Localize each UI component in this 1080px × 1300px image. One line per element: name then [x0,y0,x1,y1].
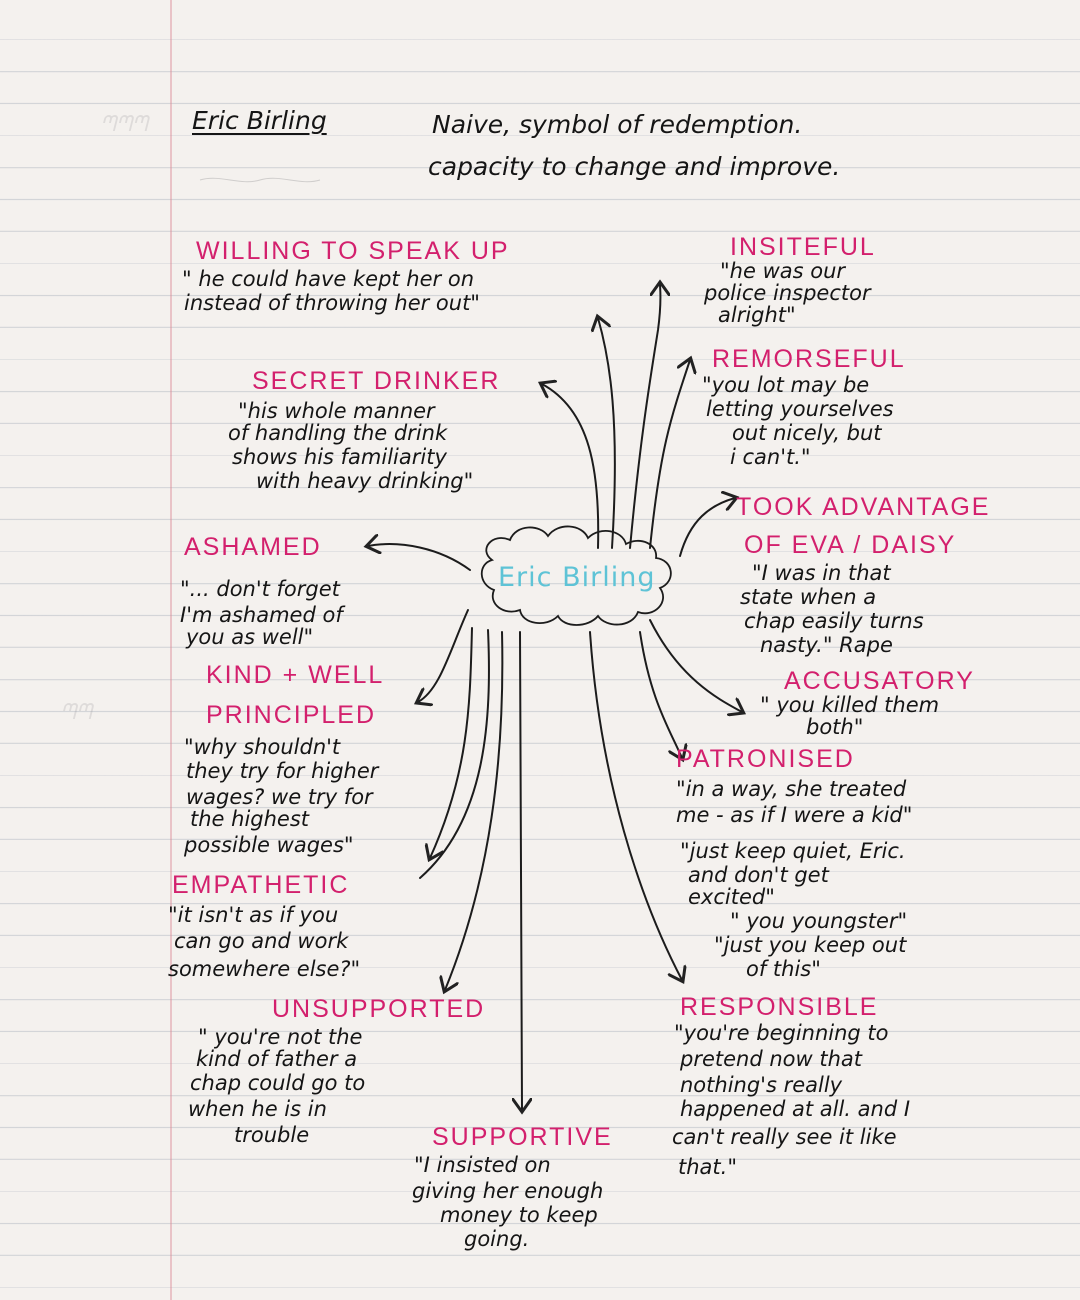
quote-patronised-3: "just keep quiet, Eric. [680,839,906,863]
quote-unsupported-5: trouble [234,1123,310,1147]
quote-responsible-5: can't really see it like [672,1125,897,1149]
heading-unsupported: UNSUPPORTED [272,995,486,1023]
arrow-responsible [589,631,682,980]
quote-unsupported-3: chap could go to [190,1071,366,1095]
quote-ashamed-1: "... don't forget [180,577,340,601]
heading-accusatory: ACCUSATORY [784,667,975,695]
quote-responsible-3: nothing's really [680,1073,843,1097]
arrow-patronised [639,631,682,758]
centre-label: Eric Birling [498,562,656,593]
quote-insiteful-3: alright" [718,303,796,327]
quote-kind-3: wages? we try for [186,785,373,809]
quote-secret-1: "his whole manner [238,399,435,423]
quote-empathetic-3: somewhere else?" [168,957,361,981]
quote-ashamed-3: you as well" [186,625,314,649]
heading-responsible: RESPONSIBLE [680,993,879,1021]
quote-remorseful-1: "you lot may be [702,373,870,397]
header-line-1: Naive, symbol of redemption. [432,110,803,139]
quote-unsupported-4: when he is in [188,1097,327,1121]
quote-patronised-4: and don't get [688,863,829,887]
heading-insiteful: INSITEFUL [730,233,876,261]
heading-kind-1: KIND + WELL [206,661,385,689]
quote-insiteful-2: police inspector [704,281,871,305]
heading-empathetic: EMPATHETIC [172,871,350,899]
quote-responsible-6: that." [678,1155,737,1179]
quote-patronised-2: me - as if I were a kid" [676,803,913,827]
quote-unsupported-1: " you're not the [198,1025,363,1049]
quote-supportive-4: going. [464,1227,530,1251]
quote-responsible-4: happened at all. and I [680,1097,911,1121]
quote-kind-5: possible wages" [184,833,354,857]
quote-patronised-6: " you youngster" [730,909,908,933]
header-name: Eric Birling [192,106,327,135]
quote-patronised-7: "just you keep out [714,933,907,957]
quote-kind-2: they try for higher [186,759,379,783]
heading-took-1: TOOK ADVANTAGE [736,493,991,521]
quote-took-2: state when a [740,585,877,609]
quote-accusatory-2: both" [806,715,864,739]
quote-took-3: chap easily turns [744,609,924,633]
quote-secret-2: of handling the drink [228,421,448,445]
quote-supportive-3: money to keep [440,1203,598,1227]
heading-supportive: SUPPORTIVE [432,1123,613,1151]
heading-kind-2: PRINCIPLED [206,701,377,729]
quote-kind-1: "why shouldn't [184,735,341,759]
quote-secret-3: shows his familiarity [232,445,447,469]
quote-supportive-1: "I insisted on [414,1153,551,1177]
quote-responsible-1: "you're beginning to [674,1021,889,1045]
arrow-principled [430,627,473,858]
quote-supportive-2: giving her enough [412,1179,604,1203]
bleed-through-mark: ᘉᘉ [60,700,92,725]
quote-responsible-2: pretend now that [680,1047,863,1071]
quote-patronised-8: of this" [746,957,821,981]
arrow-took [679,498,735,557]
arrow-willing [598,318,616,549]
quote-ashamed-2: I'm ashamed of [180,603,343,627]
header-squiggle [199,177,321,183]
quote-insiteful-1: "he was our [720,259,846,283]
arrow-kind [418,609,469,702]
arrow-remorseful [649,360,690,549]
quote-empathetic-2: can go and work [174,929,349,953]
quote-kind-4: the highest [190,807,310,831]
arrow-accusatory [649,619,742,712]
heading-took-2: OF EVA / DAISY [744,531,957,559]
quote-patronised-1: "in a way, she treated [676,777,907,801]
centre-cloud [480,525,672,626]
quote-took-4: nasty." Rape [760,633,893,657]
arrow-secret [542,384,600,549]
quote-took-1: "I was in that [752,561,891,585]
heading-ashamed: ASHAMED [184,533,322,561]
arrow-unsupported [445,631,504,990]
quote-unsupported-2: kind of father a [196,1047,358,1071]
arrow-empathetic [419,629,490,879]
quote-remorseful-2: letting yourselves [706,397,894,421]
quote-empathetic-1: "it isn't as if you [168,903,339,927]
quote-accusatory-1: " you killed them [760,693,940,717]
arrow-ashamed [368,544,471,571]
arrow-insiteful [629,284,661,549]
arrow-supportive [520,631,522,1110]
header-line-2: capacity to change and improve. [428,152,841,181]
heading-remorseful: REMORSEFUL [712,345,906,373]
quote-willing-1: " he could have kept her on [182,267,475,291]
quote-remorseful-3: out nicely, but [732,421,882,445]
quote-willing-2: instead of throwing her out" [184,291,480,315]
margin-line [170,0,172,1300]
heading-patronised: PATRONISED [676,745,855,773]
heading-willing: WILLING TO SPEAK UP [196,237,510,265]
bleed-through-mark: ᘉᘉᘉ [100,112,148,137]
heading-secret: SECRET DRINKER [252,367,501,395]
quote-secret-4: with heavy drinking" [256,469,474,493]
quote-patronised-5: excited" [688,885,775,909]
quote-remorseful-4: i can't." [730,445,811,469]
